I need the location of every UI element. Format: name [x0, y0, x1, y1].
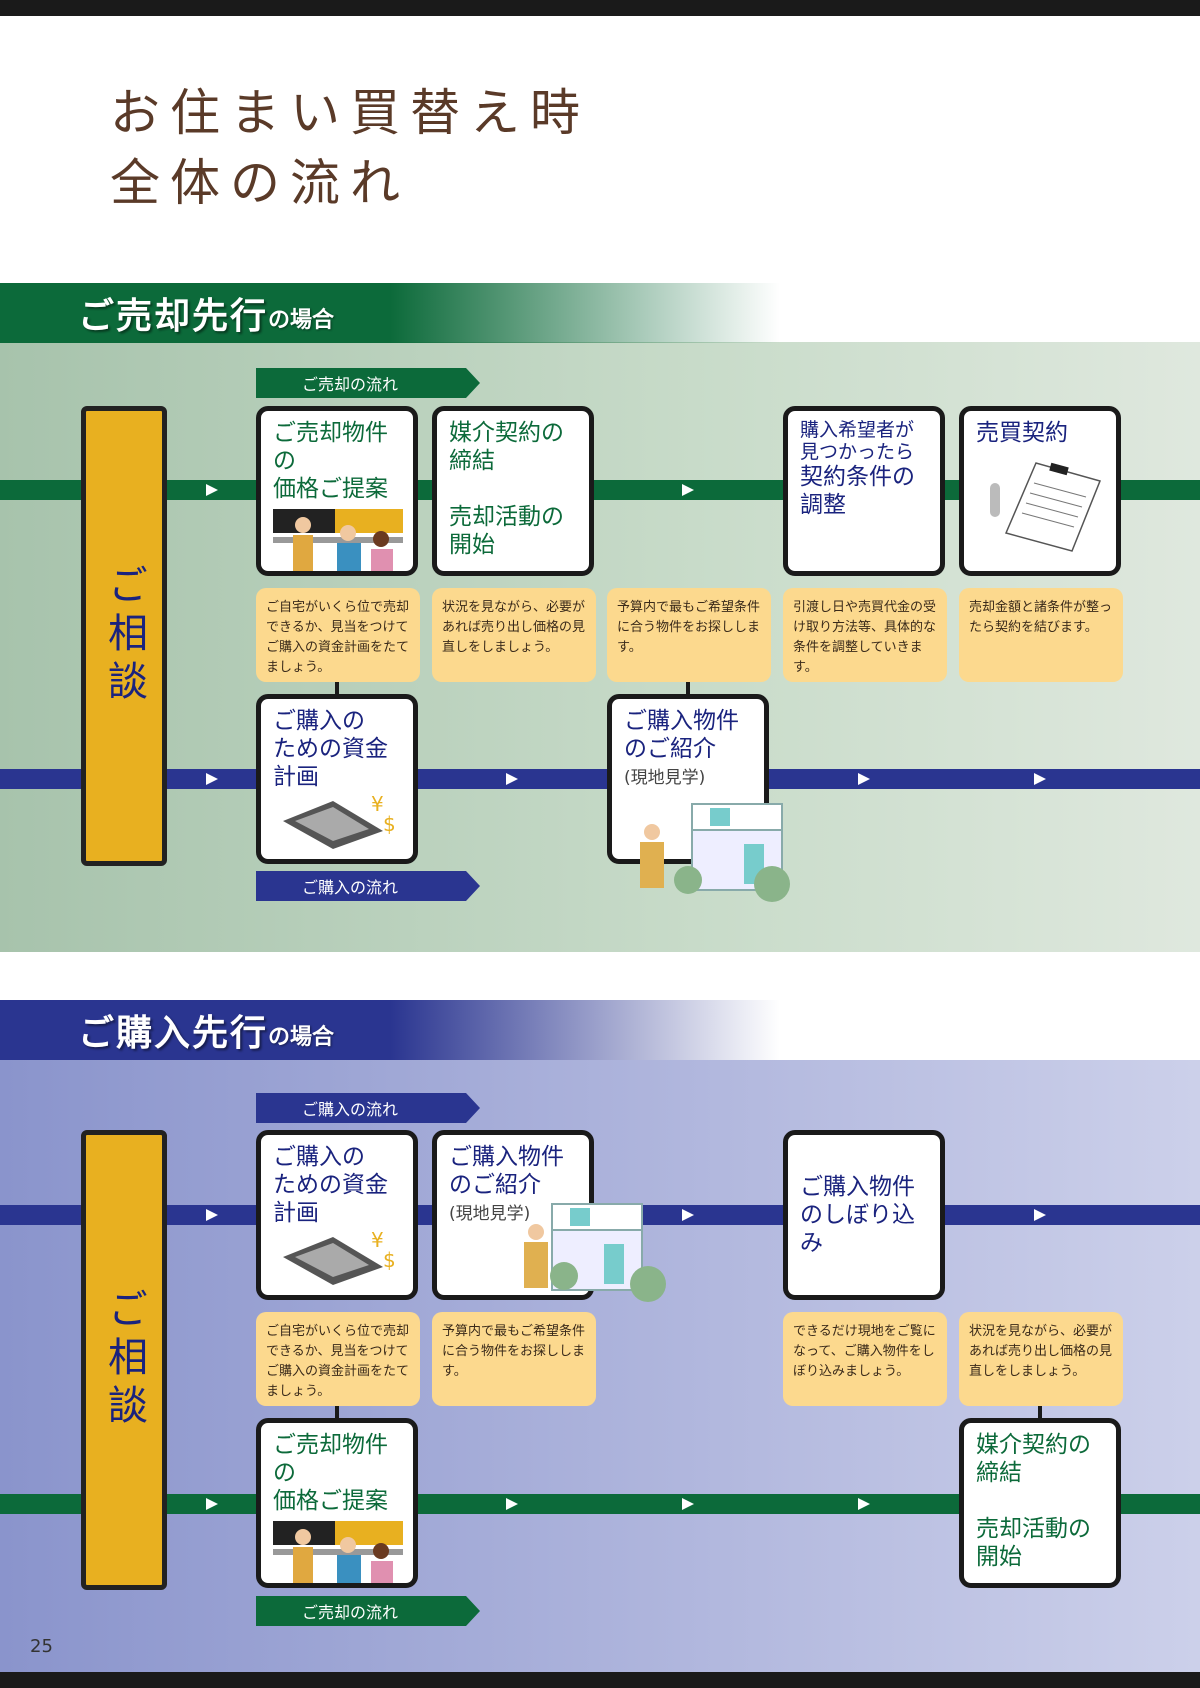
note-search: 予算内で最もご希望条件に合う物件をお探しします。	[432, 1312, 596, 1406]
sale-first-header-sub: の場合	[268, 308, 335, 333]
sale-first-header: ご売却先行 の場合	[0, 283, 780, 343]
note-search: 予算内で最もご希望条件に合う物件をお探しします。	[607, 588, 771, 682]
connector	[1038, 1406, 1042, 1420]
arrow-icon	[682, 484, 694, 496]
card-price-proposal: ご売却物件の 価格ご提案	[256, 1418, 418, 1588]
svg-text:¥: ¥	[371, 792, 384, 816]
arrow-icon	[206, 1498, 218, 1510]
connector	[686, 682, 690, 696]
card-title: 売買契約	[976, 420, 1068, 446]
card-narrow-down: ご購入物件 のしぼり込み	[783, 1130, 945, 1300]
card-sales-contract: 売買契約	[959, 406, 1121, 576]
card-subtitle: (現地見学)	[624, 768, 706, 788]
card-title: ご購入の ための資金 計画	[273, 708, 388, 790]
sale-first-header-main: ご売却先行	[78, 296, 269, 337]
card-funding-plan: ご購入の ための資金 計画 ¥ $	[256, 1130, 418, 1300]
page-title-line1: お住まい買替え時	[110, 84, 590, 142]
card-title: ご売却物件の 価格ご提案	[273, 420, 388, 502]
purchase-first-header: ご購入先行 の場合	[0, 1000, 780, 1060]
meeting-illustration-icon	[273, 509, 403, 571]
page-title-line2: 全体の流れ	[110, 154, 410, 212]
arrow-icon	[206, 1209, 218, 1221]
svg-text:¥: ¥	[371, 1228, 384, 1252]
calculator-icon: ¥ $	[283, 792, 396, 849]
purchase-flow-line	[0, 769, 1200, 789]
note-adjust: 引渡し日や売買代金の受け取り方法等、具体的な条件を調整していきます。	[783, 588, 947, 682]
card-title: ご売却物件の 価格ご提案	[273, 1432, 388, 1514]
consultation-label: ご相談	[101, 1288, 147, 1432]
card-title: ご購入の ための資金 計画	[273, 1144, 388, 1226]
svg-text:$: $	[383, 1248, 396, 1272]
contract-document-icon	[990, 462, 1102, 552]
arrow-icon	[1034, 1209, 1046, 1221]
card-title: ご購入物件 のしぼり込み	[800, 1174, 915, 1256]
card-title: 媒介契約の 締結 売却活動の 開始	[449, 420, 564, 558]
arrow-icon	[206, 484, 218, 496]
house-viewing-icon	[524, 1203, 666, 1302]
card-title: ご購入物件 のご紹介	[449, 1144, 564, 1198]
meeting-illustration-icon	[273, 1521, 403, 1583]
arrow-icon	[682, 1498, 694, 1510]
purchase-flow-tag: ご購入の流れ	[256, 1093, 480, 1123]
card-funding-plan: ご購入の ための資金 計画 ¥ $	[256, 694, 418, 864]
note-narrow: できるだけ現地をご覧になって、ご購入物件をしぼり込みましょう。	[783, 1312, 947, 1406]
sale-flow-tag: ご売却の流れ	[256, 368, 480, 398]
connector	[335, 1406, 339, 1420]
page-number: 25	[30, 1636, 53, 1657]
sale-flow-tag: ご売却の流れ	[256, 1596, 480, 1626]
arrow-icon	[1034, 773, 1046, 785]
house-viewing-icon	[640, 803, 790, 902]
card-brokerage-contract: 媒介契約の 締結 売却活動の 開始	[432, 406, 594, 576]
card-price-proposal: ご売却物件の 価格ご提案	[256, 406, 418, 576]
arrow-icon	[506, 1498, 518, 1510]
consultation-box: ご相談	[81, 406, 167, 866]
note-review-price: 状況を見ながら、必要があれば売り出し価格の見直しをしましょう。	[959, 1312, 1123, 1406]
connector	[335, 682, 339, 696]
card-title: 契約条件の 調整	[800, 464, 915, 518]
arrow-icon	[858, 773, 870, 785]
arrow-icon	[506, 773, 518, 785]
arrow-icon	[682, 1209, 694, 1221]
purchase-first-header-sub: の場合	[268, 1025, 335, 1050]
purchase-flow-tag: ご購入の流れ	[256, 871, 480, 901]
top-bar	[0, 0, 1200, 16]
card-subtitle: (現地見学)	[449, 1204, 531, 1224]
note-review-price: 状況を見ながら、必要があれば売り出し価格の見直しをしましょう。	[432, 588, 596, 682]
card-title: ご購入物件 のご紹介	[624, 708, 739, 762]
card-title: 媒介契約の 締結 売却活動の 開始	[976, 1432, 1091, 1570]
card-brokerage-contract: 媒介契約の 締結 売却活動の 開始	[959, 1418, 1121, 1588]
card-subtitle: 購入希望者が 見つかったら	[800, 419, 915, 463]
calculator-icon: ¥ $	[283, 1228, 396, 1285]
svg-text:$: $	[383, 812, 396, 836]
arrow-icon	[206, 773, 218, 785]
consultation-box: ご相談	[81, 1130, 167, 1590]
consultation-label: ご相談	[101, 564, 147, 708]
note-contract: 売却金額と諸条件が整ったら契約を結びます。	[959, 588, 1123, 682]
arrow-icon	[858, 1498, 870, 1510]
bottom-bar	[0, 1672, 1200, 1688]
purchase-first-header-main: ご購入先行	[78, 1013, 269, 1054]
note-price: ご自宅がいくら位で売却できるか、見当をつけてご購入の資金計画をたてましょう。	[256, 588, 420, 682]
note-price: ご自宅がいくら位で売却できるか、見当をつけてご購入の資金計画をたてましょう。	[256, 1312, 420, 1406]
card-condition-adjust: 購入希望者が 見つかったら 契約条件の 調整	[783, 406, 945, 576]
